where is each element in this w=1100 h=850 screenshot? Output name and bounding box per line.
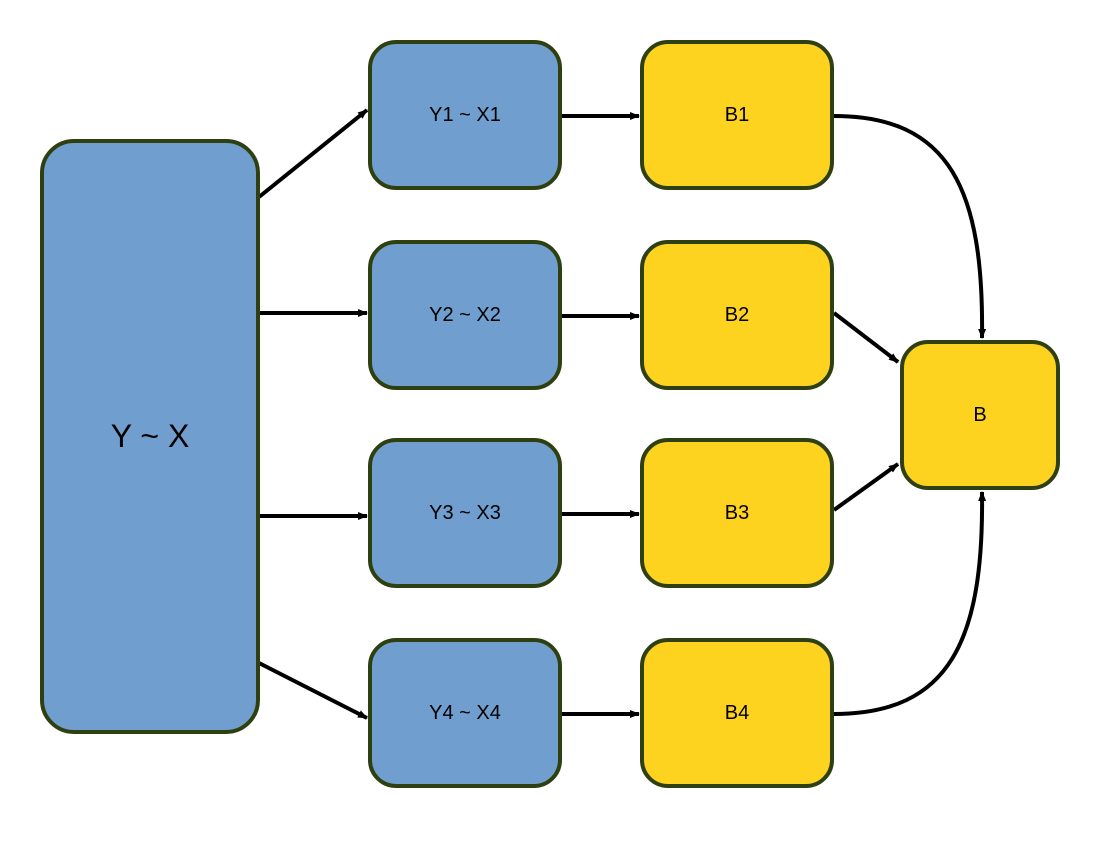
node-b4-label: B4	[725, 702, 749, 724]
edge-b1-to-b	[833, 114, 987, 339]
node-b-box	[900, 340, 1060, 490]
edge-root-to-sub4	[258, 661, 368, 720]
node-sub1: Y1 ~ X1	[368, 40, 562, 190]
node-b3-label: B3	[725, 502, 749, 524]
node-sub1-label: Y1 ~ X1	[429, 104, 501, 126]
node-b: B	[900, 340, 1060, 490]
node-sub2: Y2 ~ X2	[368, 240, 562, 390]
node-b1-label: B1	[725, 104, 749, 126]
node-sub3-box	[368, 438, 562, 588]
edge-b2-to-b	[832, 311, 900, 364]
node-root-label: Y ~ X	[111, 418, 190, 454]
node-b2-label: B2	[725, 304, 749, 326]
edge-root-to-sub1	[257, 108, 369, 199]
node-b1-box	[640, 40, 834, 190]
node-sub2-box	[368, 240, 562, 390]
edge-b3-to-b	[832, 462, 900, 512]
node-root: Y ~ X	[40, 139, 260, 734]
node-b2: B2	[640, 240, 834, 390]
node-root-box	[40, 139, 260, 734]
node-sub3: Y3 ~ X3	[368, 438, 562, 588]
node-b3-box	[640, 438, 834, 588]
node-b-label: B	[973, 404, 986, 426]
node-sub4-label: Y4 ~ X4	[429, 702, 501, 724]
node-b1: B1	[640, 40, 834, 190]
node-b4-box	[640, 638, 834, 788]
node-sub4-box	[368, 638, 562, 788]
node-sub3-label: Y3 ~ X3	[429, 502, 501, 524]
node-b3: B3	[640, 438, 834, 588]
node-sub1-box	[368, 40, 562, 190]
node-b2-box	[640, 240, 834, 390]
edge-b4-to-b	[833, 491, 987, 716]
node-sub2-label: Y2 ~ X2	[429, 304, 501, 326]
nodes: Y ~ X Y1 ~ X1 Y2 ~ X2 Y3 ~ X3 Y4 ~ X4 B1…	[40, 40, 1060, 788]
edges	[257, 108, 987, 720]
node-sub4: Y4 ~ X4	[368, 638, 562, 788]
node-b4: B4	[640, 638, 834, 788]
